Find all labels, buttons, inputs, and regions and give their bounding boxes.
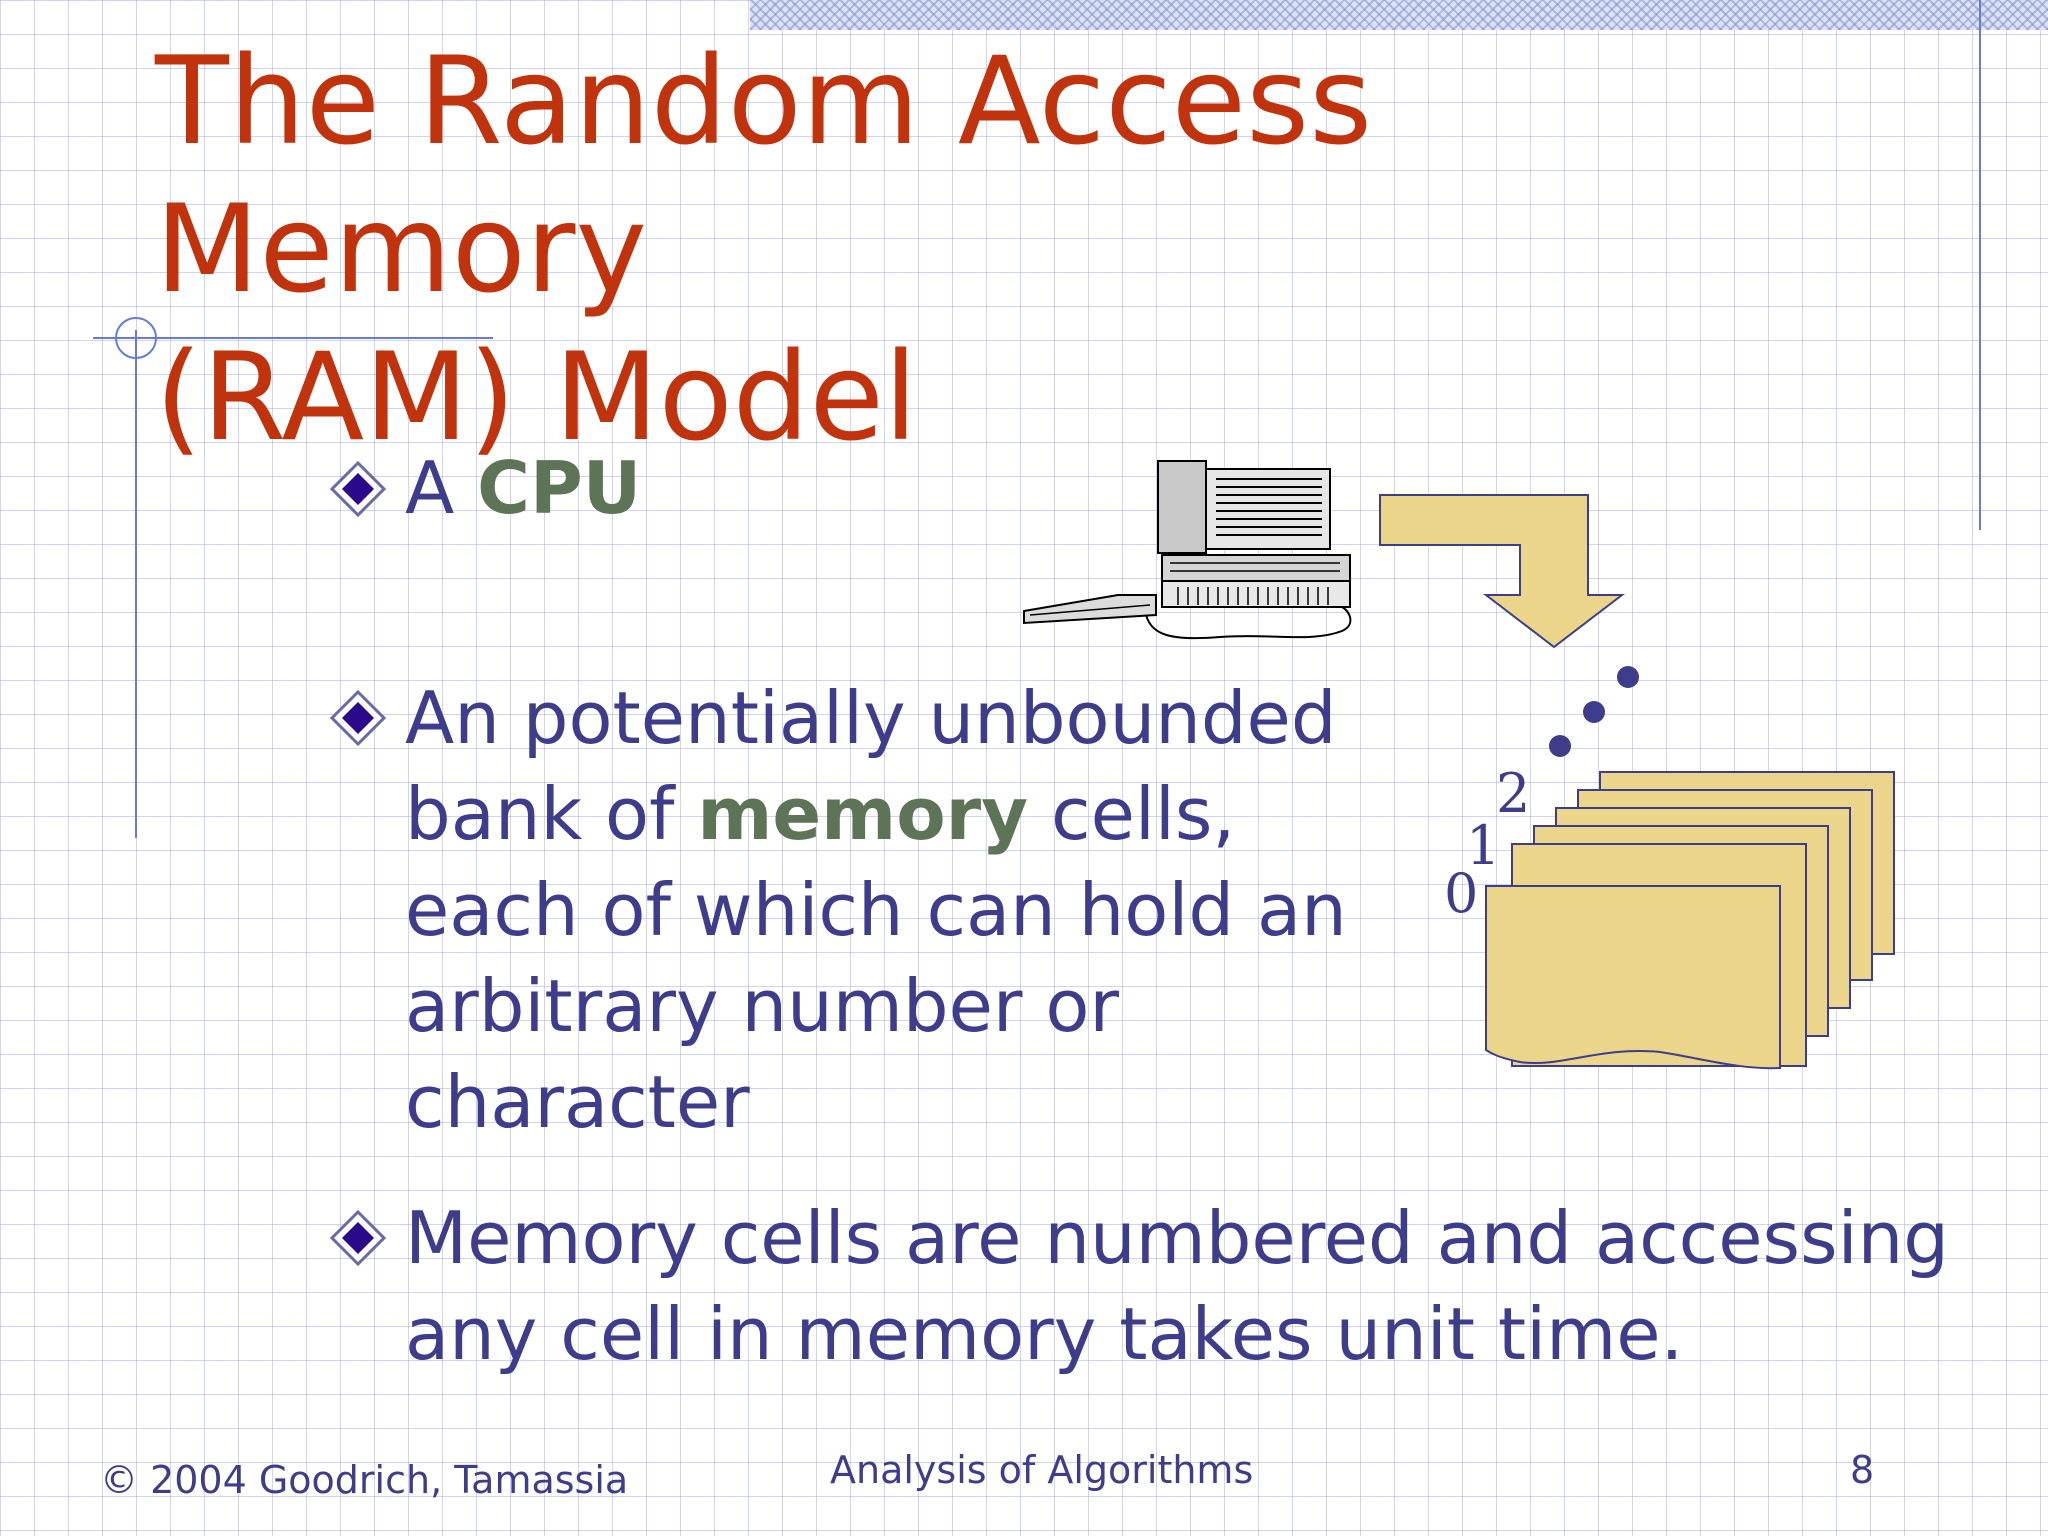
bullet-memory-line2: bank of memory cells, [405, 766, 1965, 862]
bullet-cpu-text: A [405, 446, 478, 530]
computer-icon [1023, 460, 1352, 640]
arrow-down-icon [1379, 494, 1625, 649]
bullet-memory-line5: character [405, 1060, 750, 1144]
ellipsis-dot [1583, 701, 1605, 723]
bullet-diamond-icon [330, 461, 386, 517]
bullet-memory-line4: arbitrary number or [405, 964, 1120, 1048]
top-decorative-band [750, 0, 2048, 30]
bullet-memory-line3: each of which can hold an [405, 868, 1347, 952]
memory-cells-diagram: 0 1 2 [1444, 666, 1895, 1070]
bullet-memory-line2-pre: bank of [405, 772, 698, 856]
memory-label-2: 2 [1496, 762, 1530, 825]
ellipsis-dot [1549, 735, 1571, 757]
bullet-memory-access-line1: Memory cells are numbered and accessing [405, 1196, 1949, 1280]
slide-title-line1: The Random Access Memory [155, 31, 1373, 320]
footer-copyright: © 2004 Goodrich, Tamassia [100, 1458, 629, 1502]
bullet-memory-access: Memory cells are numbered and accessing … [405, 1190, 1965, 1382]
slide-title: The Random Access Memory (RAM) Model [155, 28, 1855, 472]
bullet-cpu: A CPU [405, 440, 1965, 536]
slide-title-line2: (RAM) Model [155, 327, 918, 468]
bullet-diamond-icon [330, 1210, 386, 1266]
bullet-memory-highlight: memory [697, 772, 1029, 856]
footer-page-number: 8 [1850, 1448, 1875, 1492]
bullet-memory-line1: An potentially unbounded [405, 676, 1337, 760]
memory-label-0: 0 [1444, 862, 1478, 925]
ellipsis-dot [1617, 666, 1639, 688]
bullet-memory-access-line2: any cell in memory takes unit time. [405, 1292, 1684, 1376]
footer-course: Analysis of Algorithms [830, 1448, 1254, 1492]
bullet-memory: An potentially unbounded bank of memory … [405, 670, 1965, 1150]
memory-label-1: 1 [1466, 814, 1500, 877]
bullet-memory-line2-post: cells, [1028, 772, 1236, 856]
bullet-cpu-highlight: CPU [477, 446, 642, 530]
bullet-diamond-icon [330, 690, 386, 746]
